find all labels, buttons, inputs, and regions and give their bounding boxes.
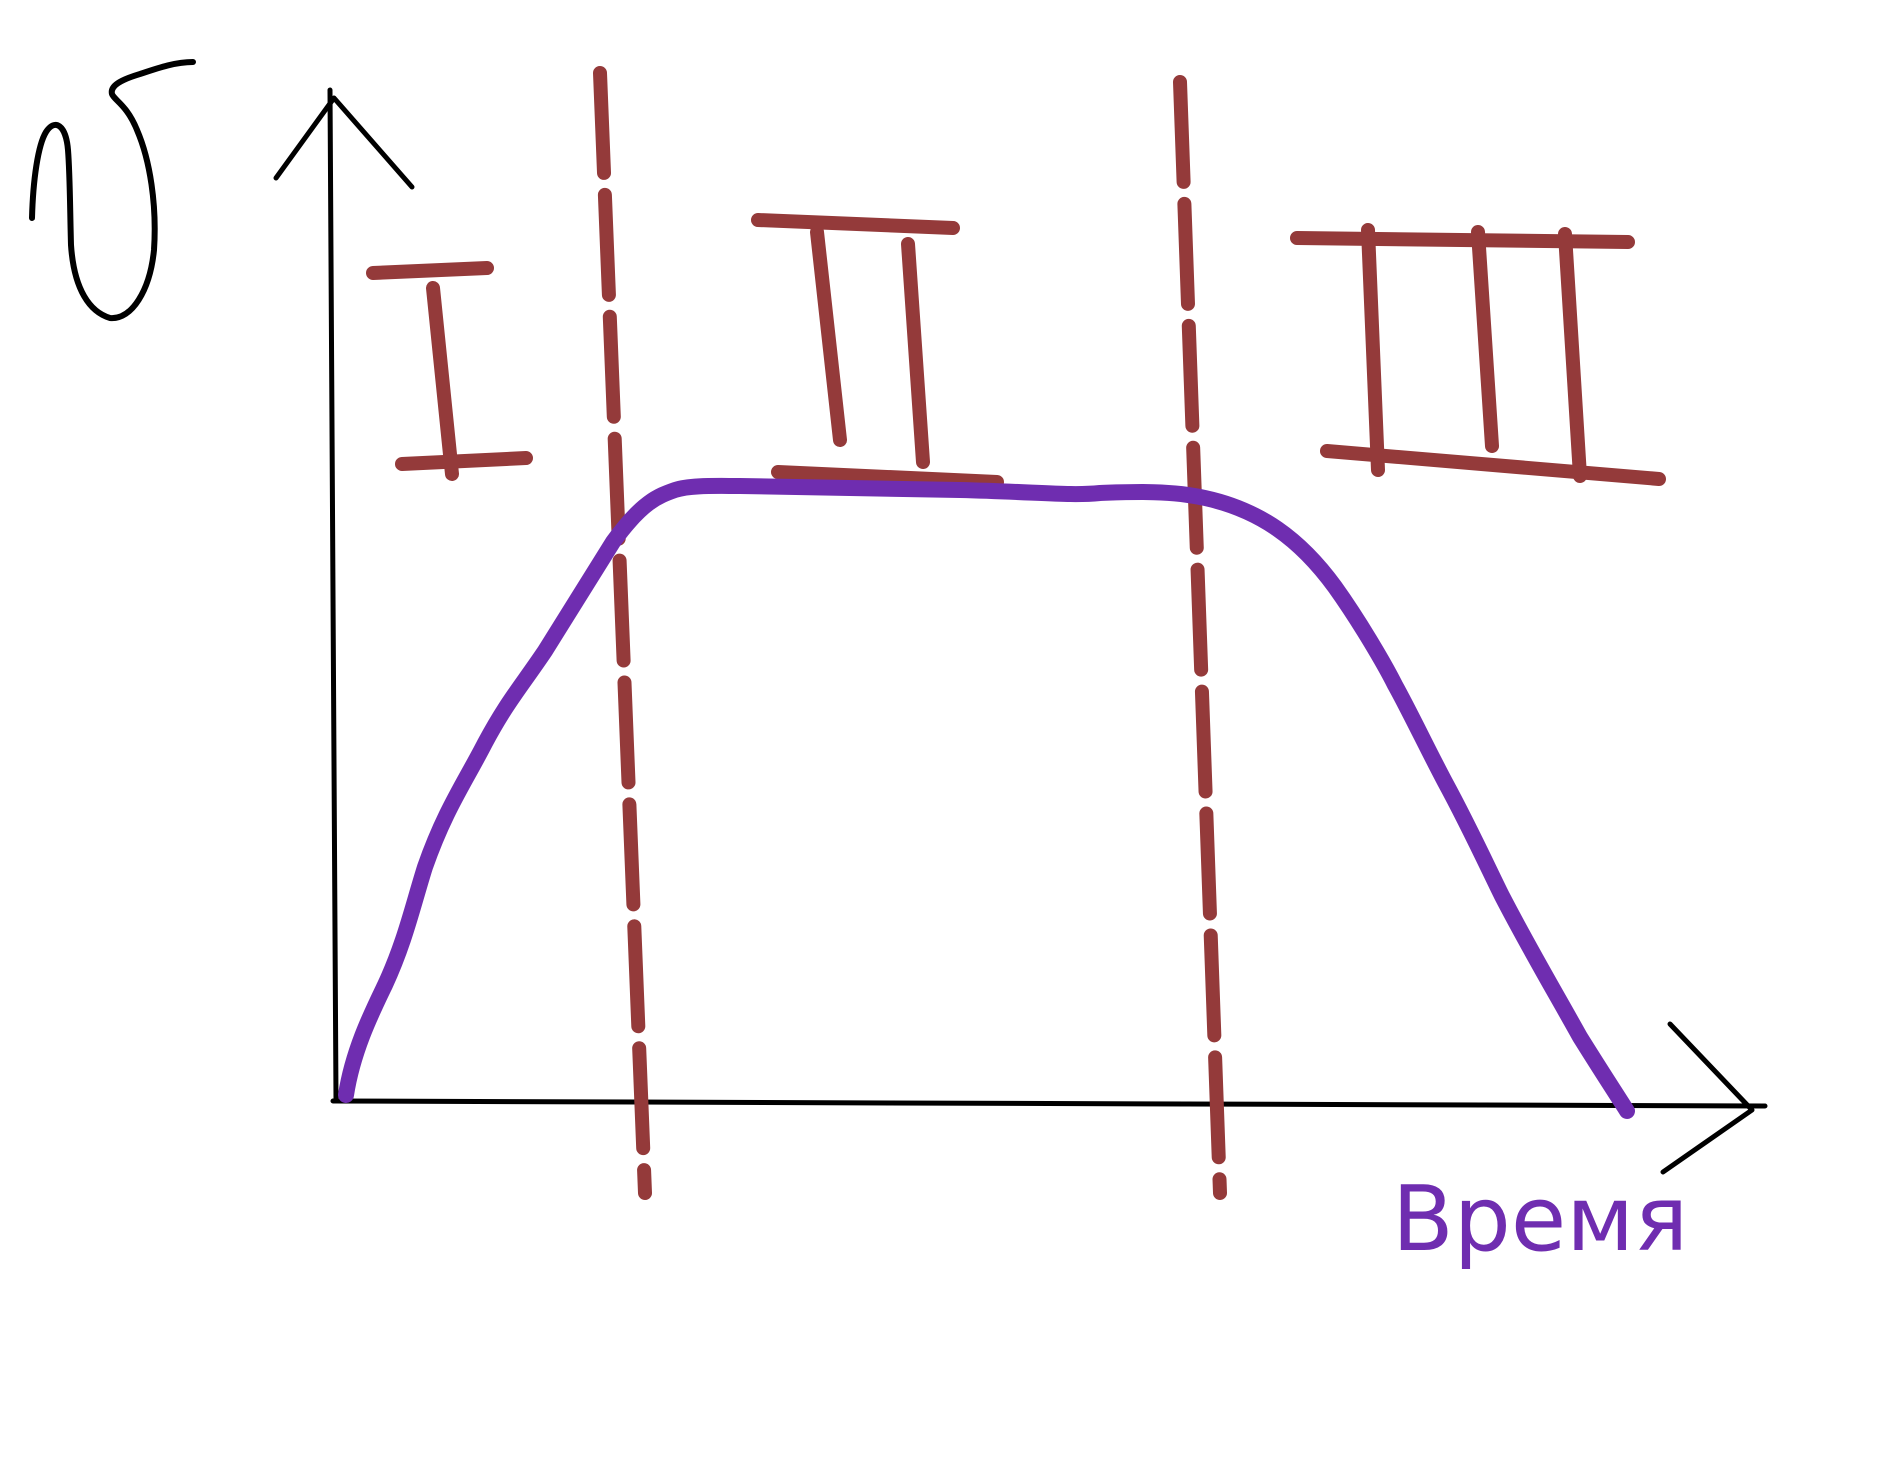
stage-label-i	[366, 261, 533, 481]
x-axis-label: Время	[1392, 1167, 1689, 1272]
y-axis-arrowhead	[273, 95, 415, 190]
x-axis	[330, 1098, 1768, 1109]
stress-curve	[338, 477, 1635, 1119]
stage-label-ii	[751, 213, 1004, 489]
y-axis	[327, 87, 339, 1103]
stage-boundary-line-2	[1173, 75, 1227, 1200]
x-axis-arrowhead	[1660, 1021, 1755, 1175]
stage-label-iii	[1290, 223, 1666, 486]
stage-boundary-line-1	[593, 66, 652, 1200]
sigma-glyph-icon	[29, 59, 196, 322]
